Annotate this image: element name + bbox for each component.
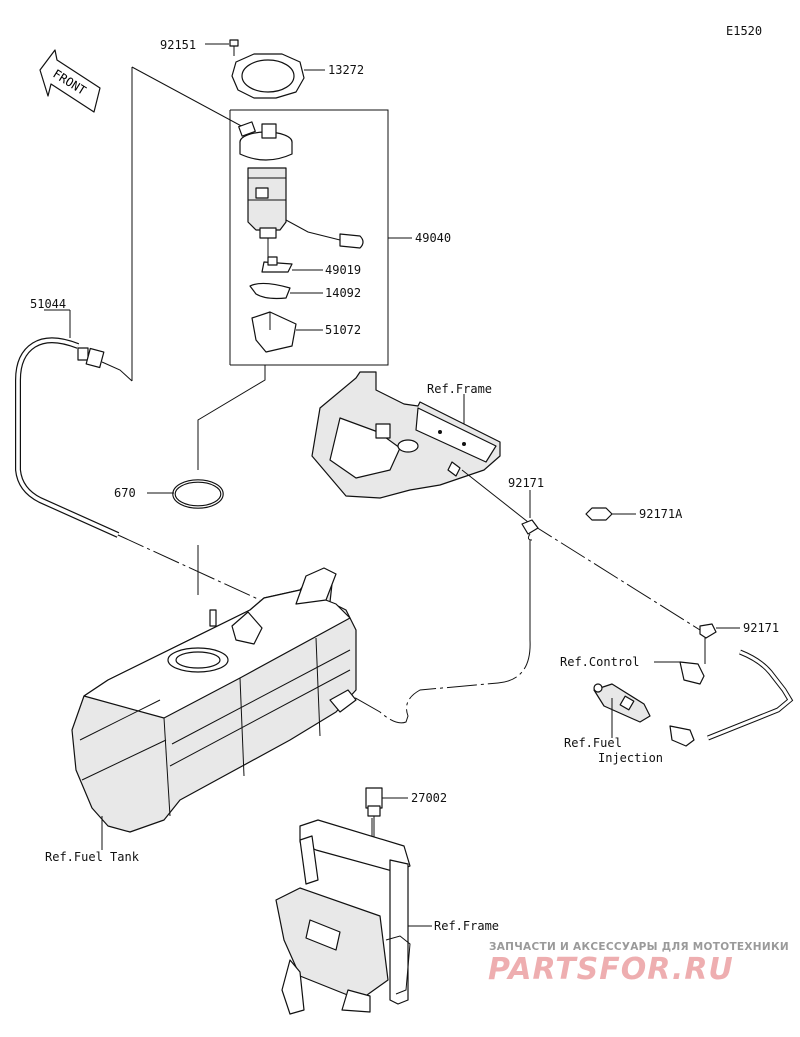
label-ref-frame-top: Ref.Frame bbox=[427, 382, 493, 396]
label-ref-fuel-injection-1: Ref.Fuel bbox=[564, 736, 622, 750]
label-92151: 92151 bbox=[160, 38, 197, 52]
label-ref-fuel-tank: Ref.Fuel Tank bbox=[45, 850, 139, 864]
watermark-tagline: ЗАПЧАСТИ И АКСЕССУАРЫ ДЛЯ МОТОТЕХНИКИ bbox=[489, 941, 789, 953]
control-bracket bbox=[654, 661, 705, 685]
clamp-92171-lower bbox=[699, 623, 740, 664]
filter-49019 bbox=[261, 256, 323, 273]
label-27002: 27002 bbox=[411, 791, 448, 805]
label-14092: 14092 bbox=[325, 286, 362, 300]
frame-lower bbox=[275, 819, 432, 1015]
fuel-injection-assembly bbox=[593, 683, 695, 747]
clamp-92171-upper bbox=[521, 519, 539, 640]
fuel-pump-49040 bbox=[238, 121, 364, 258]
front-arrow-icon: FRONT bbox=[39, 49, 101, 113]
label-51044: 51044 bbox=[30, 297, 67, 311]
fuel-tank bbox=[71, 567, 357, 850]
diagram-code: E1520 bbox=[726, 24, 763, 38]
label-51072: 51072 bbox=[325, 323, 362, 337]
bracket-49040 bbox=[229, 109, 412, 366]
watermark-logo: PARTSFOR.RU bbox=[488, 952, 734, 987]
gasket-13272 bbox=[231, 53, 325, 99]
label-ref-fuel-injection-2: Injection bbox=[598, 751, 664, 765]
label-ref-control: Ref.Control bbox=[560, 655, 640, 669]
clamp-92171A bbox=[585, 507, 636, 521]
hose-51044 bbox=[15, 67, 261, 601]
frame-upper bbox=[311, 371, 501, 499]
part-14092 bbox=[249, 282, 323, 300]
label-92171-lower: 92171 bbox=[743, 621, 780, 635]
oring-670 bbox=[147, 479, 224, 595]
label-49040: 49040 bbox=[415, 231, 452, 245]
label-92171-upper: 92171 bbox=[508, 476, 545, 490]
label-ref-frame-bottom: Ref.Frame bbox=[434, 919, 500, 933]
label-13272: 13272 bbox=[328, 63, 365, 77]
label-92171A: 92171A bbox=[639, 507, 683, 521]
cup-51072 bbox=[251, 311, 323, 353]
bolt-92151 bbox=[205, 39, 239, 56]
label-670: 670 bbox=[114, 486, 136, 500]
label-49019: 49019 bbox=[325, 263, 362, 277]
